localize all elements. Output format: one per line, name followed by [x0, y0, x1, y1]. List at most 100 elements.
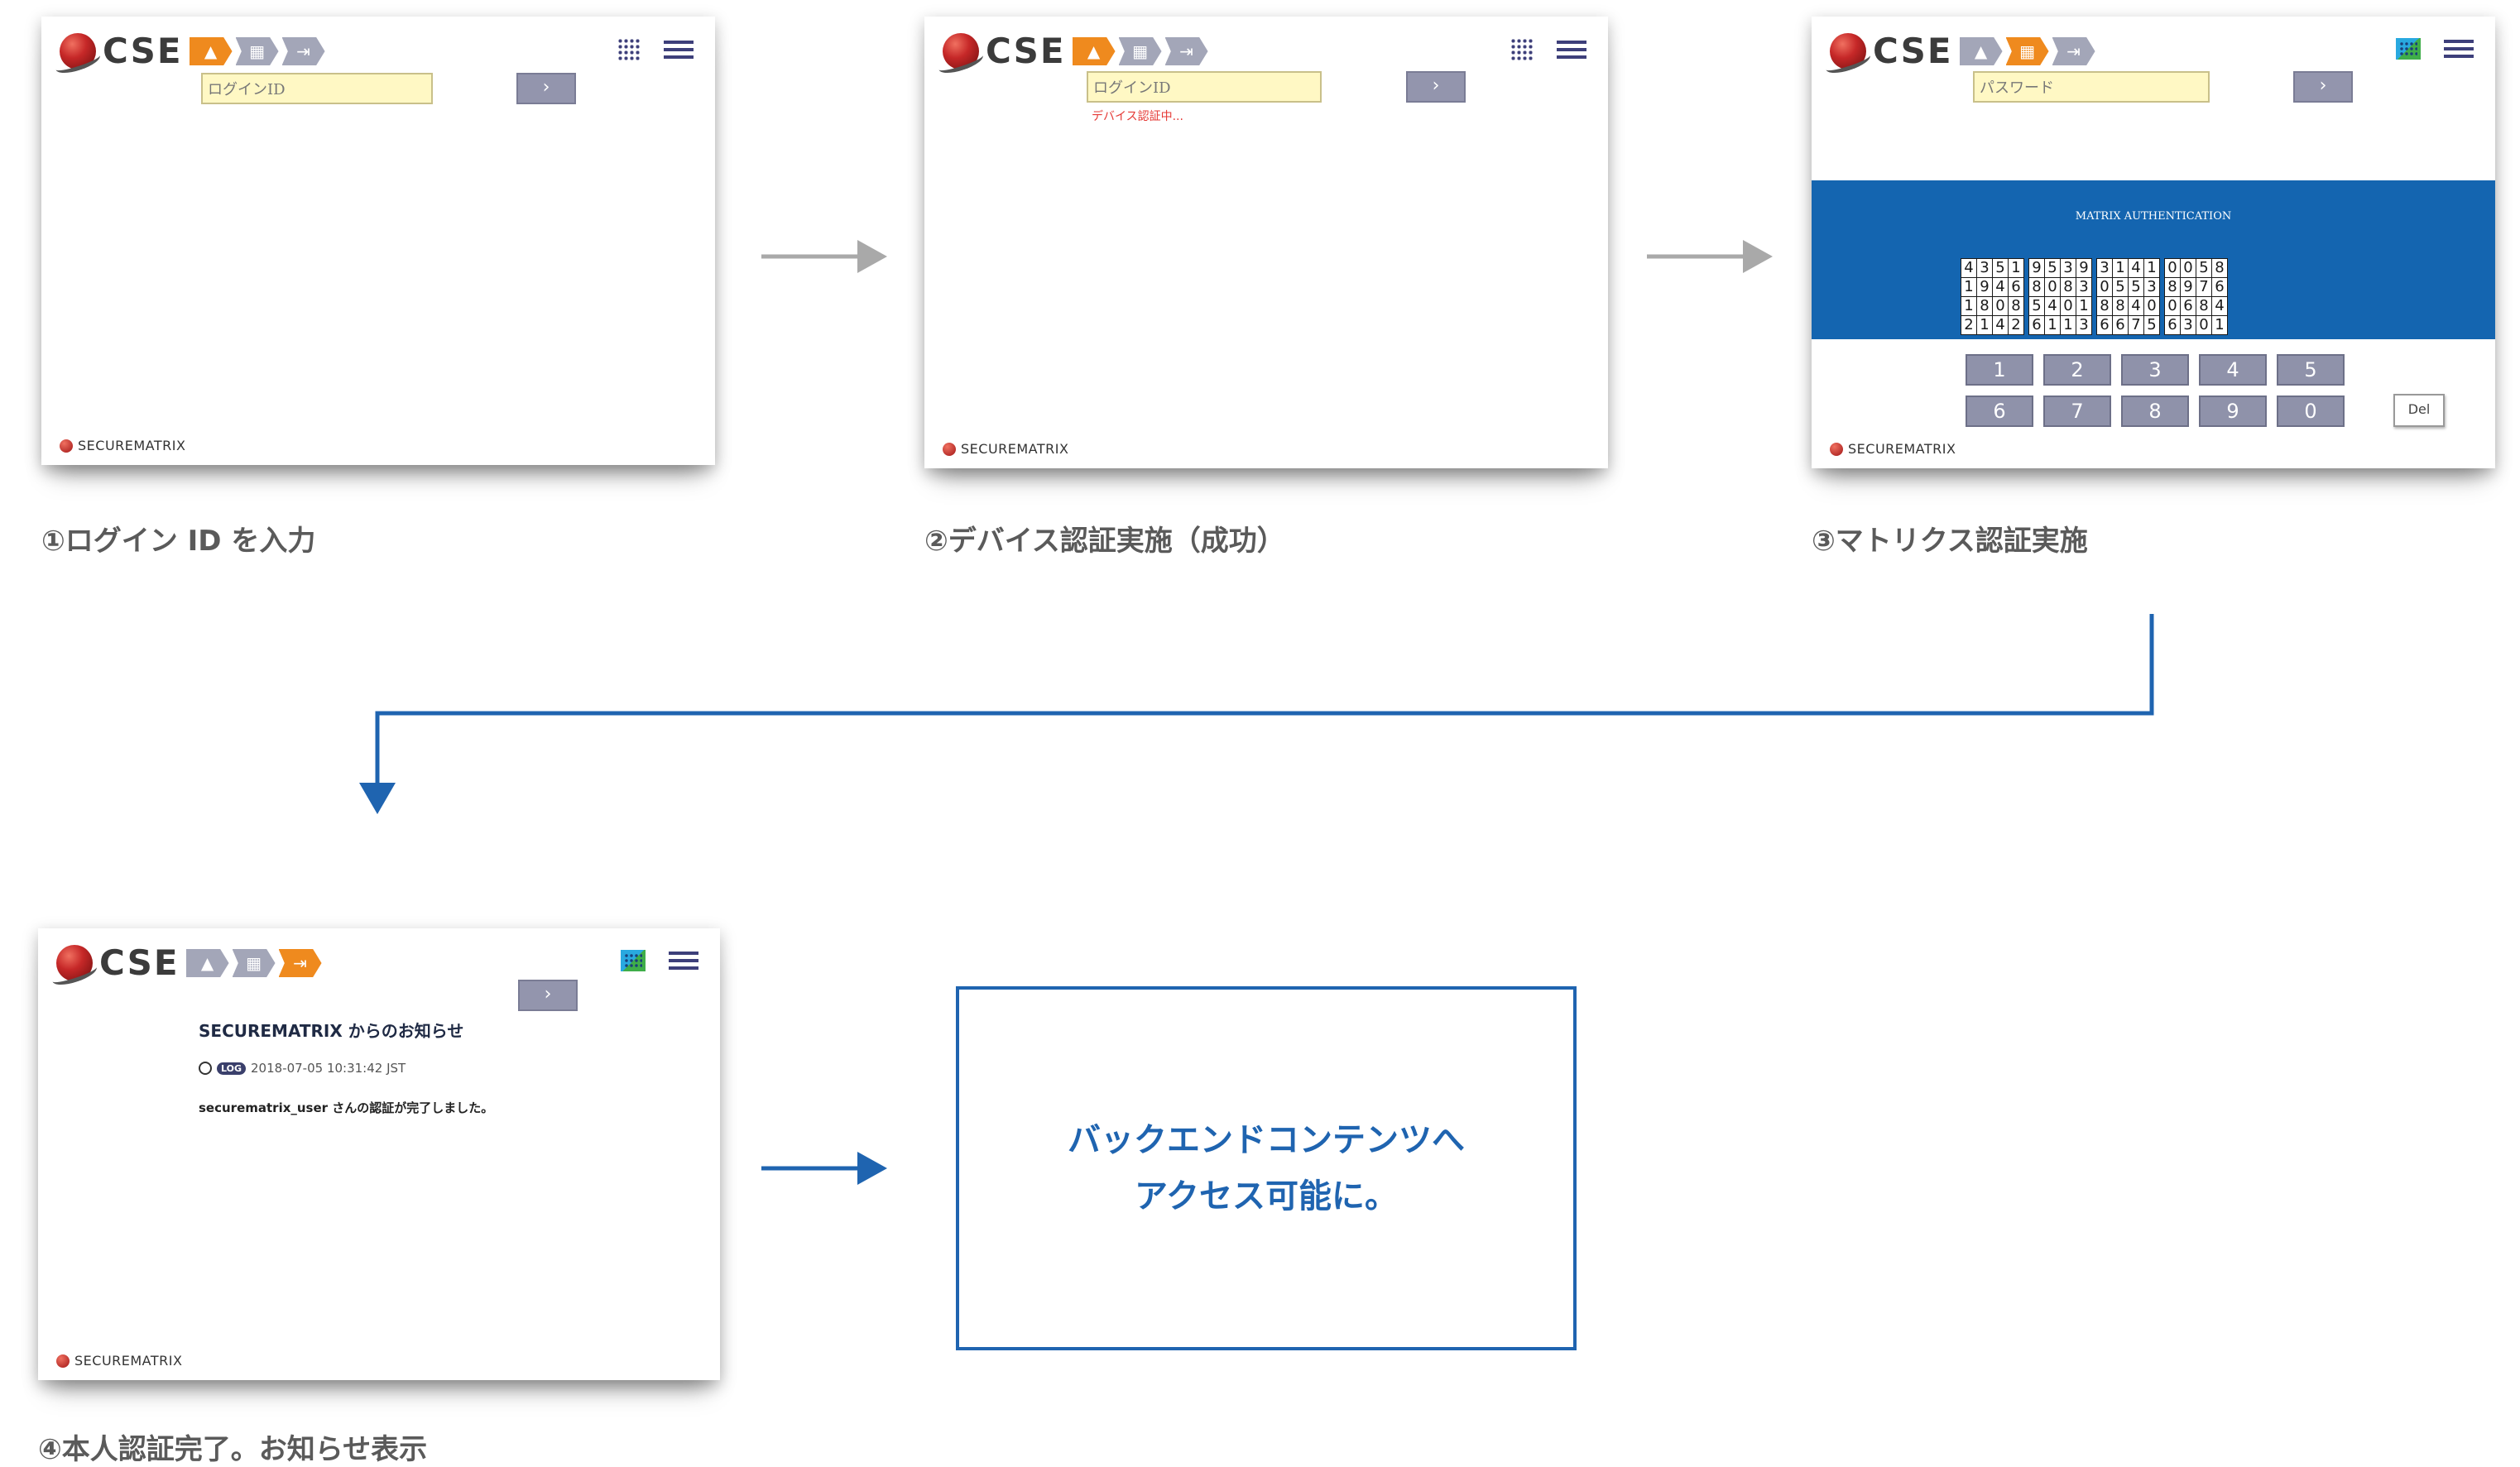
keypad-key[interactable]: 8: [2121, 396, 2189, 427]
user-step-icon: ▲: [1959, 37, 2003, 65]
matrix-step-icon: ▦: [2005, 37, 2049, 65]
matrix-grid-icon[interactable]: [1510, 38, 1534, 61]
login-step-icon: ⇥: [281, 37, 325, 65]
arrow-1-to-2: [761, 240, 887, 273]
matrix-digit: 8: [2008, 296, 2024, 316]
matrix-digit: 1: [2008, 258, 2024, 278]
matrix-digit: 8: [2096, 296, 2113, 316]
keypad-key[interactable]: 0: [2277, 396, 2345, 427]
delete-button[interactable]: Del: [2393, 394, 2445, 427]
matrix-digit: 3: [2060, 258, 2076, 278]
matrix-digit: 2: [1961, 315, 1977, 335]
matrix-digit: 0: [2060, 296, 2076, 316]
matrix-digit: 6: [2112, 315, 2129, 335]
login-id-input[interactable]: ログインID: [1087, 71, 1322, 103]
matrix-digit: 3: [2180, 315, 2196, 335]
matrix-digit: 0: [2143, 296, 2160, 316]
matrix-digit: 6: [2211, 277, 2228, 297]
footer-brand: SECUREMATRIX: [78, 438, 186, 453]
screen-login-id: CSE ▲ ▦ ⇥ ログインID › SECUREMATRIX: [41, 17, 715, 465]
matrix-digit: 6: [2180, 296, 2196, 316]
keypad-key[interactable]: 3: [2121, 354, 2189, 386]
keypad-key[interactable]: 6: [1966, 396, 2033, 427]
matrix-digit: 0: [2180, 258, 2196, 278]
securematrix-logo-icon: [943, 442, 956, 456]
keypad-key[interactable]: 7: [2043, 396, 2111, 427]
matrix-digit: 1: [2143, 258, 2160, 278]
cse-logo: CSE ▲ ▦ ⇥: [1830, 26, 2099, 76]
keypad-key[interactable]: 9: [2199, 396, 2267, 427]
password-input[interactable]: パスワード: [1973, 71, 2210, 103]
cse-logo: CSE ▲ ▦ ⇥: [943, 26, 1212, 76]
matrix-digit: 0: [2044, 277, 2061, 297]
auth-step-indicator: ▲ ▦ ⇥: [1072, 37, 1212, 65]
matrix-digit: 7: [2128, 315, 2144, 335]
matrix-digit: 0: [2164, 296, 2181, 316]
screen-matrix-auth: CSE ▲ ▦ ⇥ パスワード › MATRIX AUTHENTICATION …: [1812, 17, 2495, 468]
menu-icon[interactable]: [669, 950, 698, 971]
matrix-digit: 9: [2180, 277, 2196, 297]
brand-text: CSE: [1873, 31, 1953, 71]
matrix-digit: 0: [1992, 296, 2009, 316]
notice-timestamp: 2018-07-05 10:31:42 JST: [251, 1061, 406, 1076]
matrix-color-icon[interactable]: [2396, 38, 2421, 60]
step-4-caption: ④本人認証完了。お知らせ表示: [38, 1433, 428, 1466]
clock-icon: [199, 1062, 212, 1075]
matrix-color-icon[interactable]: [621, 950, 646, 971]
footer-brand: SECUREMATRIX: [74, 1353, 183, 1369]
securematrix-logo-icon: [56, 1354, 70, 1368]
matrix-digit: 8: [2164, 277, 2181, 297]
menu-icon[interactable]: [1557, 39, 1586, 60]
cse-logo: CSE ▲ ▦ ⇥: [60, 26, 329, 76]
next-button[interactable]: ›: [518, 980, 578, 1011]
matrix-digit: 5: [2028, 296, 2045, 316]
matrix-digit: 8: [2211, 258, 2228, 278]
brand-text: CSE: [103, 31, 183, 71]
keypad-key[interactable]: 5: [2277, 354, 2345, 386]
keypad-key[interactable]: 2: [2043, 354, 2111, 386]
arrow-4-to-destination: [761, 1152, 887, 1185]
matrix-step-icon: ▦: [235, 37, 279, 65]
next-button[interactable]: ›: [516, 73, 576, 104]
keypad-key[interactable]: 4: [2199, 354, 2267, 386]
notice-message: securematrix_user さんの認証が完了しました。: [199, 1100, 494, 1115]
next-button[interactable]: ›: [2293, 71, 2353, 103]
matrix-grid-icon[interactable]: [617, 38, 641, 61]
matrix-digit: 6: [2028, 315, 2045, 335]
matrix-digit: 8: [2028, 277, 2045, 297]
matrix-digit: 4: [2211, 296, 2228, 316]
matrix-digit: 1: [2112, 258, 2129, 278]
screen-auth-complete: CSE ▲ ▦ ⇥ › SECUREMATRIX からのお知らせ LOG 201…: [38, 928, 720, 1380]
screen-device-auth: CSE ▲ ▦ ⇥ ログインID › デバイス認証中... SECUREMATR…: [924, 17, 1608, 468]
matrix-digit: 0: [2096, 277, 2113, 297]
step-3-caption: ③マトリクス認証実施: [1812, 525, 2088, 558]
keypad-key[interactable]: 1: [1966, 354, 2033, 386]
auth-step-indicator: ▲ ▦ ⇥: [189, 37, 329, 65]
notice-meta: LOG 2018-07-05 10:31:42 JST: [199, 1061, 406, 1076]
next-button[interactable]: ›: [1406, 71, 1466, 103]
matrix-digit: 5: [2044, 258, 2061, 278]
arrow-2-to-3: [1647, 240, 1773, 273]
matrix-digit: 9: [2028, 258, 2045, 278]
step-1-caption: ①ログイン ID を入力: [41, 525, 316, 558]
auth-step-indicator: ▲ ▦ ⇥: [1959, 37, 2099, 65]
login-id-input[interactable]: ログインID: [201, 73, 433, 104]
matrix-digit: 6: [2096, 315, 2113, 335]
matrix-digit: 5: [1992, 258, 2009, 278]
matrix-step-icon: ▦: [1118, 37, 1162, 65]
menu-icon[interactable]: [2444, 38, 2474, 60]
menu-icon[interactable]: [664, 39, 694, 60]
matrix-digit: 4: [1992, 277, 2009, 297]
